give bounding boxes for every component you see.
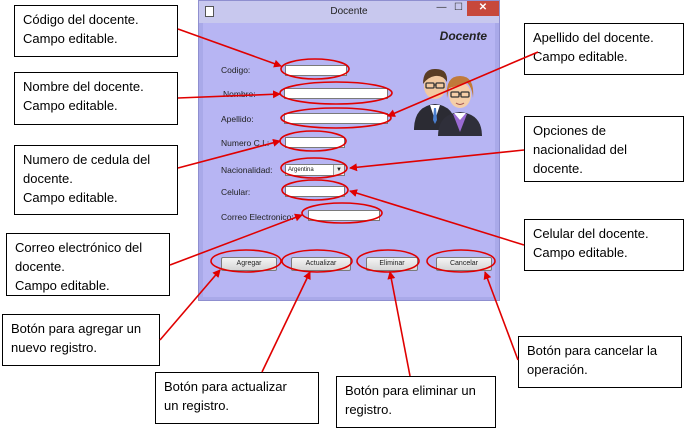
title-bar[interactable]: Docente — ☐ ✕ [199, 1, 499, 23]
callout-line: Nombre del docente. [23, 79, 144, 94]
callout-line: nuevo registro. [11, 340, 97, 355]
callout-line: docente. [23, 171, 73, 186]
callout-line: Correo electrónico del [15, 240, 143, 255]
callout-line: Botón para cancelar la [527, 343, 658, 358]
correo-input[interactable] [308, 210, 380, 221]
callout-line: Botón para actualizar [164, 379, 287, 394]
close-button[interactable]: ✕ [467, 1, 499, 16]
celular-label: Celular: [221, 187, 251, 197]
nacionalidad-select[interactable]: Argentina ▼ [285, 164, 345, 176]
callout-line: Campo editable. [533, 49, 628, 64]
chevron-down-icon[interactable]: ▼ [333, 165, 344, 175]
callout-agregar: Botón para agregar un nuevo registro. [2, 314, 160, 366]
nombre-input[interactable] [284, 88, 388, 99]
form-panel: Docente Codigo: Nombre: Apellido: Numero… [203, 23, 495, 297]
form-heading: Docente [439, 29, 487, 43]
callout-line: Código del docente. [23, 12, 139, 27]
callout-line: un registro. [164, 398, 230, 413]
callout-line: Opciones de [533, 123, 606, 138]
correo-label: Correo Electronico: [221, 212, 294, 222]
callout-line: nacionalidad del [533, 142, 627, 157]
callout-line: Celular del docente. [533, 226, 649, 241]
callout-line: Botón para agregar un [11, 321, 142, 336]
callout-line: Campo editable. [23, 98, 118, 113]
callout-line: docente. [15, 259, 65, 274]
callout-actualizar: Botón para actualizar un registro. [155, 372, 319, 424]
numero-ci-input[interactable] [285, 137, 345, 148]
callout-apellido: Apellido del docente. Campo editable. [524, 23, 684, 75]
callout-line: Apellido del docente. [533, 30, 654, 45]
nacionalidad-value: Argentina [288, 167, 314, 173]
callout-celular: Celular del docente. Campo editable. [524, 219, 684, 271]
agregar-button[interactable]: Agregar [221, 257, 277, 271]
nacionalidad-label: Nacionalidad: [221, 165, 273, 175]
cancelar-button[interactable]: Cancelar [436, 257, 492, 271]
minimize-button[interactable]: — [436, 2, 447, 13]
window-title: Docente [330, 6, 368, 17]
callout-line: operación. [527, 362, 588, 377]
callout-line: Campo editable. [15, 278, 110, 293]
callout-line: registro. [345, 402, 392, 417]
maximize-button[interactable]: ☐ [454, 2, 463, 13]
callout-cedula: Numero de cedula del docente. Campo edit… [14, 145, 178, 215]
callout-eliminar: Botón para eliminar un registro. [336, 376, 496, 428]
callout-codigo: Código del docente. Campo editable. [14, 5, 178, 57]
callout-correo: Correo electrónico del docente. Campo ed… [6, 233, 170, 296]
actualizar-button[interactable]: Actualizar [291, 257, 351, 271]
apellido-input[interactable] [284, 113, 388, 124]
callout-nacionalidad: Opciones de nacionalidad del docente. [524, 116, 684, 182]
callout-line: Numero de cedula del [23, 152, 151, 167]
app-icon [205, 6, 214, 17]
callout-line: Campo editable. [23, 190, 118, 205]
nombre-label: Nombre: [223, 89, 256, 99]
codigo-label: Codigo: [221, 65, 251, 75]
callout-cancelar: Botón para cancelar la operación. [518, 336, 682, 388]
docente-window: Docente — ☐ ✕ Docente Codigo: Nombre: Ap… [198, 0, 500, 301]
callout-nombre: Nombre del docente. Campo editable. [14, 72, 178, 125]
apellido-label: Apellido: [221, 114, 254, 124]
callout-line: Campo editable. [23, 31, 118, 46]
callout-line: Botón para eliminar un [345, 383, 476, 398]
celular-input[interactable] [285, 186, 345, 197]
users-icon [414, 68, 482, 136]
numero-ci-label: Numero C.I.: [221, 138, 270, 148]
eliminar-button[interactable]: Eliminar [366, 257, 418, 271]
codigo-input[interactable] [285, 65, 347, 76]
callout-line: docente. [533, 161, 583, 176]
callout-line: Campo editable. [533, 245, 628, 260]
